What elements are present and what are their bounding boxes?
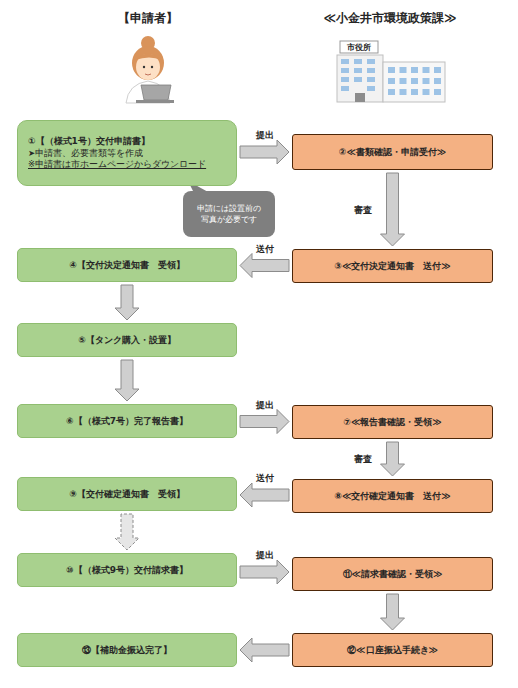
city-step-box: ⑦≪報告書確認・受領≫	[292, 405, 493, 439]
block-arrow	[115, 285, 139, 320]
step-title: ⑥【（様式7号）完了報告書】	[66, 415, 188, 427]
laptop-base	[136, 100, 174, 103]
edge-label: 送付	[256, 472, 274, 485]
edge-label: 送付	[256, 242, 274, 255]
step-title: ②≪書類確認・申請受付≫	[339, 146, 446, 158]
applicant-step-box: ⑨【交付確定通知書 受領】	[17, 477, 237, 511]
block-arrow	[240, 410, 289, 434]
column-heading: 【申請者】	[118, 10, 178, 27]
block-arrow	[381, 594, 405, 630]
applicant-step-box: ⑩【（様式9号）交付請求書】	[17, 553, 237, 587]
block-arrow	[240, 638, 289, 662]
block-arrow	[240, 483, 289, 507]
building-window	[354, 59, 362, 64]
step-title: ⑧≪交付確定通知書 送付≫	[334, 490, 450, 502]
block-arrow	[115, 360, 139, 401]
column-heading: ≪小金井市環境政策課≫	[323, 10, 456, 27]
step-title: ④【交付決定通知書 受領】	[69, 259, 185, 271]
building-window	[400, 67, 407, 73]
building-window	[423, 89, 430, 95]
step-title: ⑪≪請求書確認・受領≫	[343, 568, 443, 580]
city-hall-figure	[337, 41, 445, 102]
eye	[151, 66, 153, 68]
building-window	[411, 78, 418, 84]
step-note: ※申請書は市ホームページからダウンロード	[28, 159, 206, 170]
building-window	[341, 68, 349, 73]
edge-label: 提出	[256, 129, 274, 142]
building-window	[400, 78, 407, 84]
city-step-box: ⑪≪請求書確認・受領≫	[292, 557, 493, 591]
building-window	[354, 68, 362, 73]
building-window	[341, 59, 349, 64]
city-step-box: ⑫≪口座振込手続き≫	[292, 633, 493, 667]
block-arrow	[240, 560, 289, 584]
building-sign-text: 市役所	[347, 42, 371, 53]
step-title: ⑨【交付確定通知書 受領】	[69, 488, 185, 500]
block-arrow	[381, 173, 405, 246]
building-window	[341, 86, 349, 91]
step-title: ③≪交付決定通知書 送付≫	[334, 260, 450, 272]
building-window	[367, 86, 375, 91]
block-arrow	[381, 442, 405, 476]
callout-text: 申請には設置前の 写真が必要です	[195, 203, 263, 225]
body	[126, 81, 170, 103]
building-window	[388, 67, 395, 73]
building-window	[434, 67, 441, 73]
building-window	[388, 78, 395, 84]
building-window	[434, 89, 441, 95]
step-note: ➤申請書、必要書類等を作成	[28, 148, 143, 159]
applicant-step-box: ④【交付決定通知書 受領】	[17, 248, 237, 282]
building-window	[367, 77, 375, 82]
block-arrow	[240, 254, 289, 278]
hair-fringe	[135, 54, 161, 61]
building-wing	[383, 62, 445, 102]
edge-label: 提出	[256, 549, 274, 562]
building-window	[367, 59, 375, 64]
applicant-step-box: ⑬【補助金振込完了】	[17, 633, 237, 667]
building-window	[400, 89, 407, 95]
city-step-box: ③≪交付決定通知書 送付≫	[292, 249, 493, 283]
hair	[132, 46, 164, 80]
building-window	[388, 89, 395, 95]
step-title: ⑩【（様式9号）交付請求書】	[66, 564, 188, 576]
step-title: ⑦≪報告書確認・受領≫	[343, 416, 441, 428]
face	[136, 54, 160, 80]
building-door	[355, 93, 365, 102]
step-title: ⑬【補助金振込完了】	[82, 644, 172, 656]
step-title: ①【（様式1号）交付申請書】	[28, 135, 150, 147]
building-window	[411, 89, 418, 95]
step-title: ⑤【タンク購入・設置】	[78, 334, 176, 346]
step-title: ⑫≪口座振込手続き≫	[347, 644, 438, 656]
applicant-step-box: ①【（様式1号）交付申請書】➤申請書、必要書類等を作成※申請書は市ホームページか…	[17, 120, 237, 186]
block-arrow	[115, 514, 139, 550]
edge-label: 審査	[354, 203, 372, 216]
building-sign	[340, 41, 378, 53]
building-tower	[337, 55, 383, 102]
building-window	[341, 77, 349, 82]
laptop-screen	[141, 85, 171, 100]
block-arrow	[240, 140, 289, 164]
city-step-box: ②≪書類確認・申請受付≫	[292, 134, 493, 170]
building-window	[423, 67, 430, 73]
city-step-box: ⑧≪交付確定通知書 送付≫	[292, 479, 493, 513]
building-window	[434, 78, 441, 84]
applicant-step-box: ⑥【（様式7号）完了報告書】	[17, 404, 237, 438]
building-window	[411, 67, 418, 73]
applicant-step-box: ⑤【タンク購入・設置】	[17, 323, 237, 357]
edge-label: 提出	[256, 398, 274, 411]
edge-label: 審査	[354, 453, 372, 466]
building-window	[367, 68, 375, 73]
mouth	[145, 74, 151, 75]
building-window	[423, 78, 430, 84]
note-callout: 申請には設置前の 写真が必要です	[183, 191, 275, 237]
building-window	[354, 77, 362, 82]
applicant-figure	[126, 36, 174, 103]
eye	[143, 66, 145, 68]
